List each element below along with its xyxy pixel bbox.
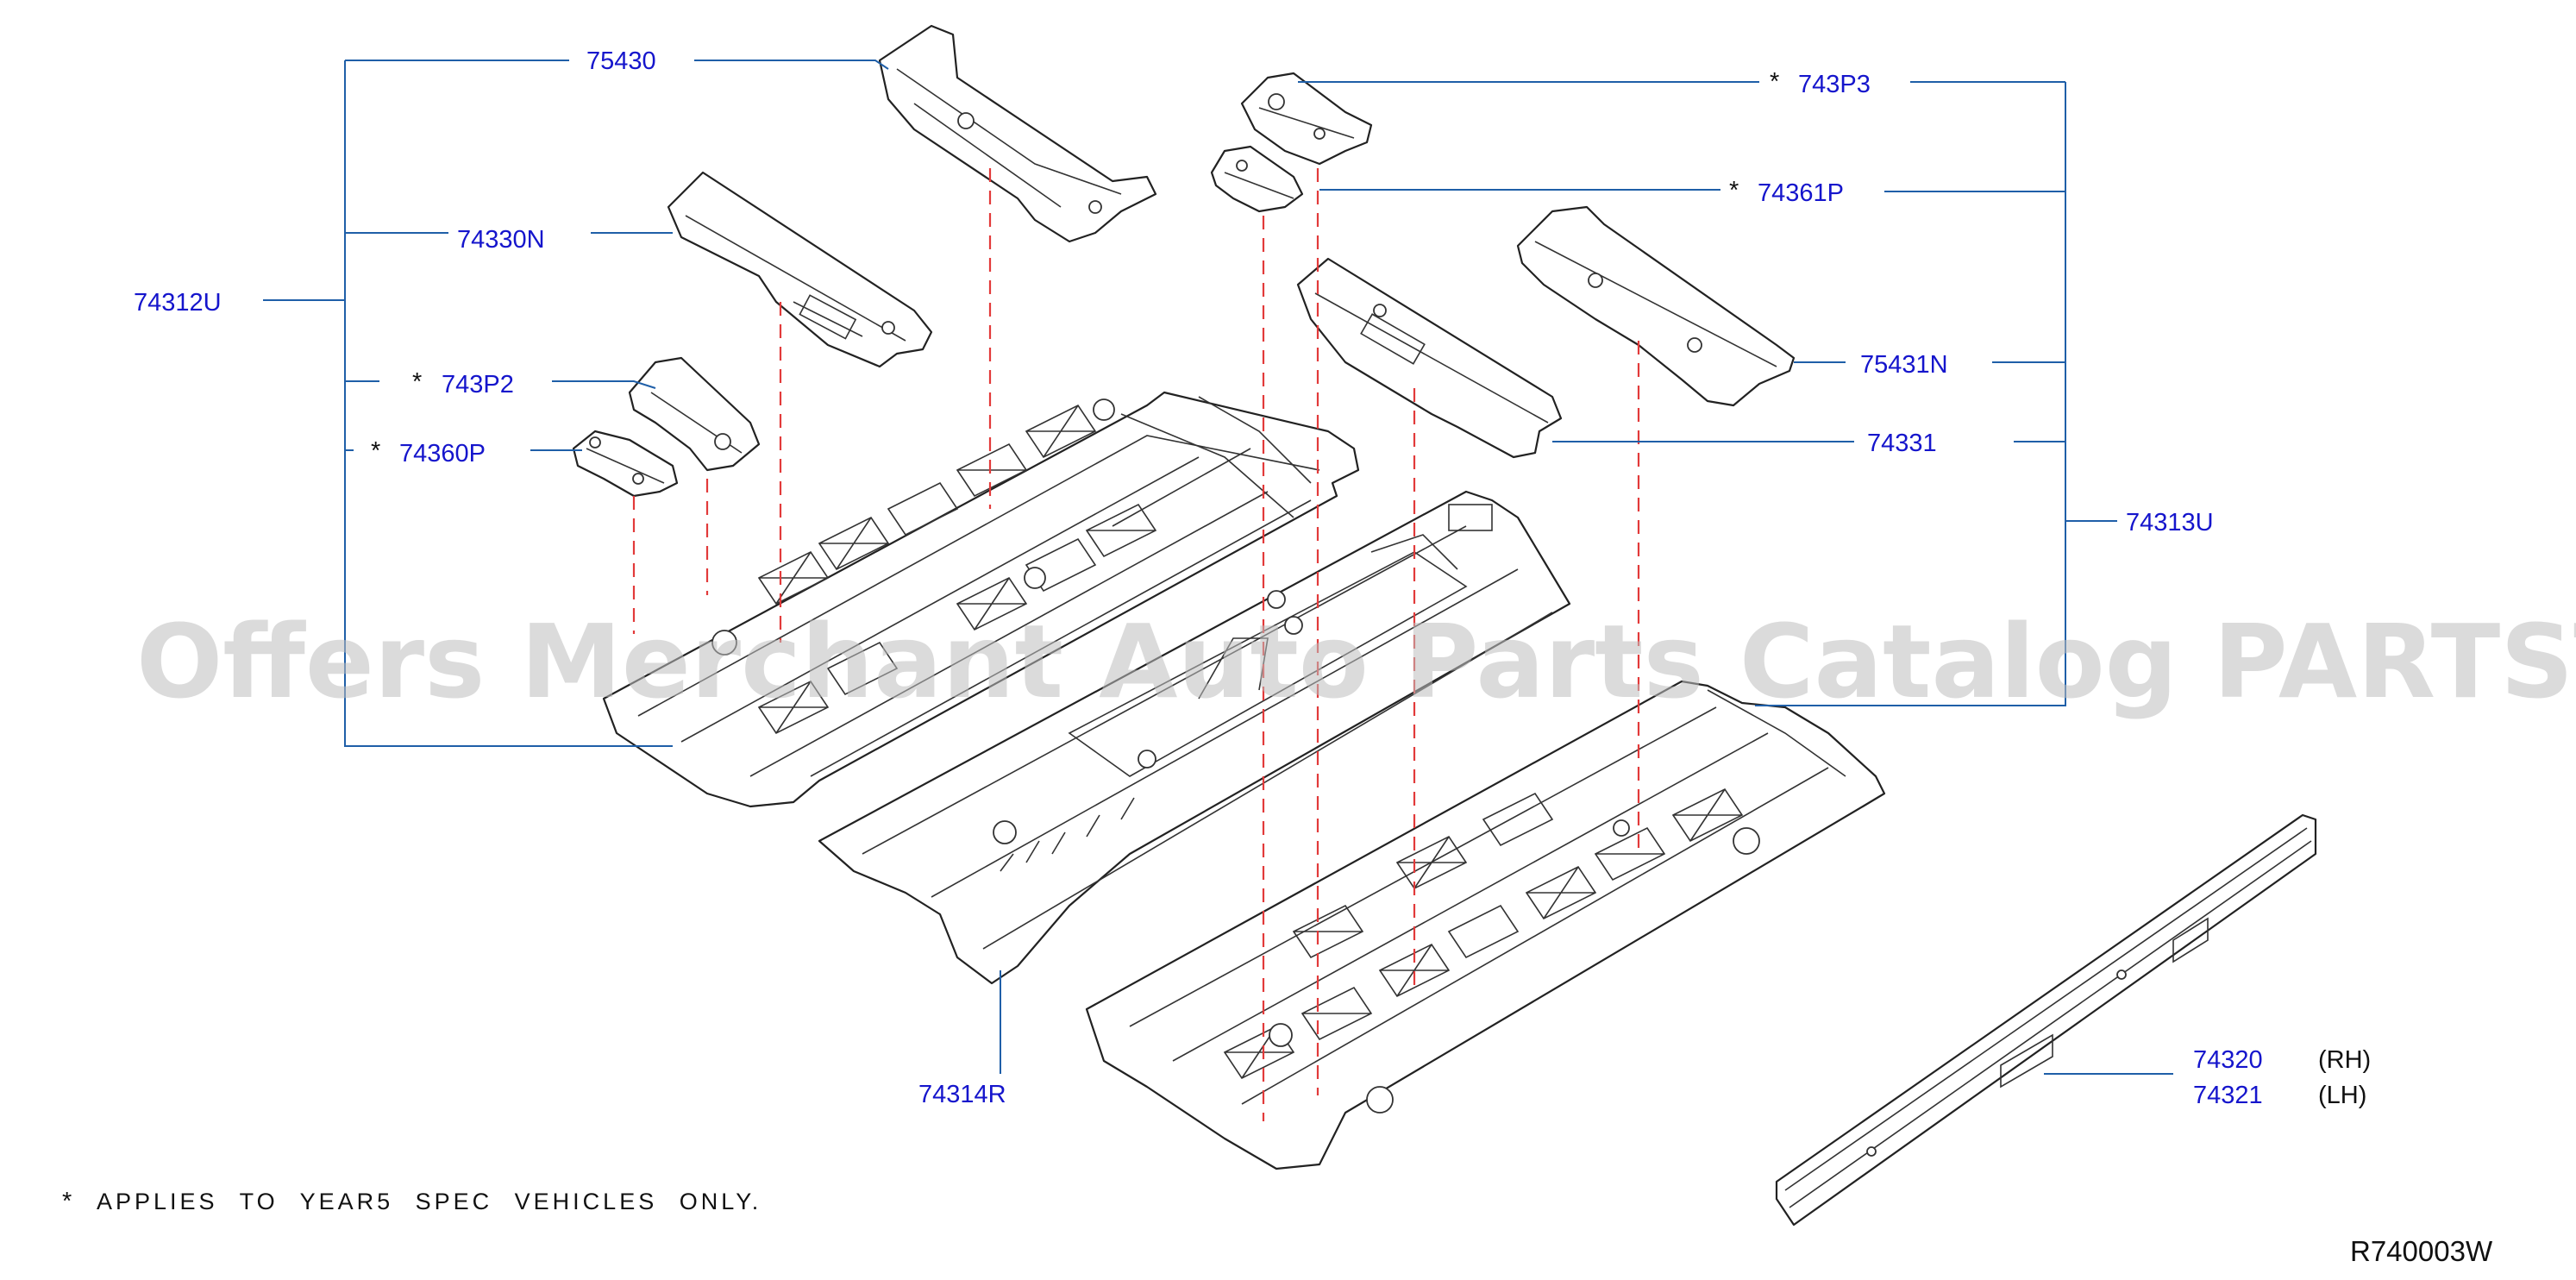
- bracket-743P2-drawing: [628, 356, 761, 472]
- footnote-asterisk: *: [62, 1188, 72, 1215]
- part-labels: 75430 74330N 74312U * 743P2 * 74360P * 7…: [134, 47, 2371, 1109]
- watermark: Offers Merchant Auto Parts Catalog PARTS…: [136, 602, 2576, 721]
- label-743P3[interactable]: 743P3: [1798, 71, 1871, 98]
- rear-floor-panel-drawing: [1085, 680, 1886, 1170]
- drawing-code: R740003W: [2350, 1235, 2493, 1267]
- label-lh: (LH): [2318, 1082, 2366, 1109]
- bracket-74361P-drawing: [1210, 145, 1304, 213]
- asterisk-743P3: *: [1770, 68, 1779, 96]
- label-74361P[interactable]: 74361P: [1758, 179, 1844, 207]
- label-74331[interactable]: 74331: [1867, 430, 1937, 457]
- asterisk-74361P: *: [1729, 177, 1739, 204]
- label-743P2[interactable]: 743P2: [442, 371, 514, 398]
- cross-member-75431N-drawing: [1516, 205, 1796, 407]
- label-74330N[interactable]: 74330N: [457, 226, 545, 254]
- alignment-dashed-lines: [632, 168, 1640, 1121]
- cross-member-75430-drawing: [878, 24, 1157, 243]
- member-74331-drawing: [1296, 257, 1563, 459]
- front-floor-panel-drawing: [602, 391, 1360, 808]
- asterisk-743P2: *: [412, 368, 422, 396]
- label-74360P[interactable]: 74360P: [399, 440, 486, 467]
- label-74313U[interactable]: 74313U: [2126, 509, 2214, 536]
- label-74320[interactable]: 74320: [2193, 1046, 2263, 1074]
- footnote-text: APPLIES TO YEAR5 SPEC VEHICLES ONLY.: [97, 1189, 762, 1214]
- label-75430[interactable]: 75430: [586, 47, 656, 75]
- label-75431N[interactable]: 75431N: [1860, 351, 1948, 379]
- leader-lines: [263, 60, 2173, 1075]
- asterisk-74360P: *: [371, 437, 380, 465]
- bracket-743P3-drawing: [1240, 72, 1373, 166]
- label-74314R[interactable]: 74314R: [918, 1081, 1006, 1108]
- member-74330N-drawing: [667, 171, 933, 368]
- side-sill-74320-drawing: [1775, 813, 2317, 1227]
- bracket-74360P-drawing: [572, 430, 679, 498]
- label-74321[interactable]: 74321: [2193, 1082, 2263, 1109]
- label-74312U[interactable]: 74312U: [134, 289, 222, 317]
- label-rh: (RH): [2318, 1046, 2371, 1074]
